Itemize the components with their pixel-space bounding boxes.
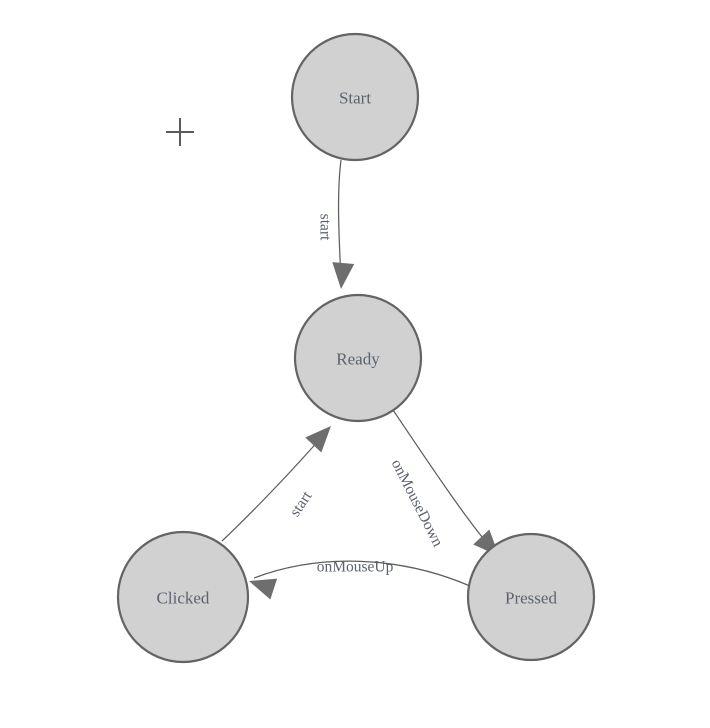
node-pressed-label: Pressed <box>505 589 557 608</box>
node-ready-label: Ready <box>336 350 380 369</box>
edge-clicked-to-ready[interactable] <box>221 430 328 542</box>
node-start[interactable]: Start <box>290 32 420 162</box>
node-clicked-circle[interactable] <box>116 530 250 664</box>
edge-label-on-mouse-up: onMouseUp <box>317 559 394 576</box>
crosshair-icon <box>166 118 194 146</box>
node-pressed-circle[interactable] <box>466 532 596 662</box>
node-start-circle[interactable] <box>290 32 420 162</box>
arrowhead-into-ready-from-start <box>332 262 355 289</box>
edge-label-on-mouse-down: onMouseDown <box>388 457 447 550</box>
arrowhead-into-ready-from-clicked <box>305 426 331 453</box>
edge-pressed-to-clicked[interactable] <box>253 560 471 587</box>
node-clicked-label: Clicked <box>157 589 210 608</box>
edge-label-start-to-ready: start <box>317 214 334 241</box>
node-ready[interactable]: Ready <box>293 293 423 423</box>
arrowhead-into-clicked <box>249 578 278 600</box>
edge-label-clicked-to-ready: start <box>286 488 315 520</box>
node-clicked[interactable]: Clicked <box>116 530 250 664</box>
node-ready-circle[interactable] <box>293 293 423 423</box>
node-pressed[interactable]: Pressed <box>466 532 596 662</box>
node-start-label: Start <box>339 89 371 108</box>
